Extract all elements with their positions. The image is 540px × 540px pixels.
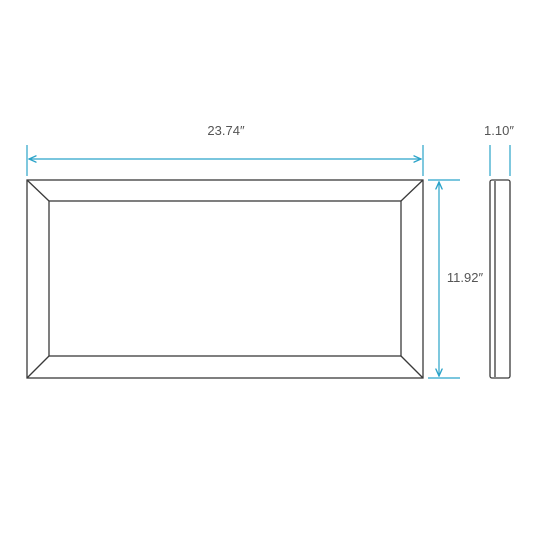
inner-frame-edge [48, 200, 402, 357]
bevel-corner-bottom-right [400, 355, 424, 379]
bevel-corner-bottom-left [26, 355, 50, 379]
front-view-frame [26, 179, 424, 379]
bevel-corner-top-left [26, 179, 50, 202]
width-dimension-label: 23.74″ [207, 123, 245, 138]
depth-dimension-label: 1.10″ [484, 123, 514, 138]
outer-frame-edge [26, 179, 424, 379]
height-dimension [428, 179, 460, 379]
depth-dimension [489, 145, 511, 176]
height-label-backdrop [443, 267, 487, 287]
height-dimension-label: 11.92″ [447, 270, 484, 285]
side-profile-outline [489, 179, 511, 379]
bevel-corner-top-right [400, 179, 424, 202]
side-view-profile [489, 179, 511, 379]
width-dimension [26, 145, 424, 176]
